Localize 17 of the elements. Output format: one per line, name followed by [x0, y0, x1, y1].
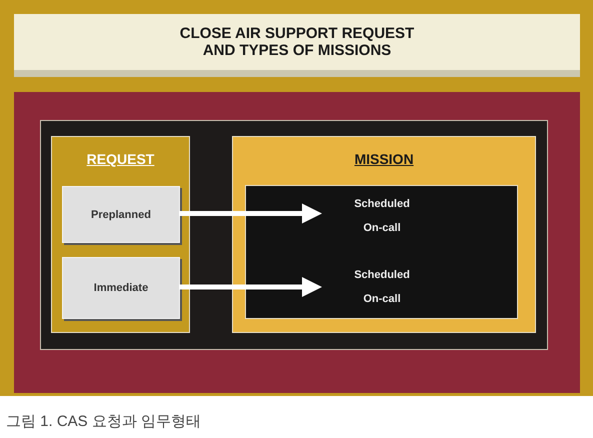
mission-type: On-call	[363, 292, 401, 307]
request-panel	[51, 136, 190, 333]
mission-type: On-call	[363, 221, 401, 236]
mission-panel	[232, 136, 536, 333]
arrow	[179, 277, 322, 297]
request-card	[62, 257, 180, 319]
request-card	[62, 186, 180, 243]
request-type: Immediate	[94, 282, 148, 294]
panel-heading: MISSION	[354, 151, 414, 167]
mission-list-box	[245, 185, 518, 319]
request-type: Preplanned	[91, 208, 151, 220]
title: CLOSE AIR SUPPORT REQUEST AND TYPES OF MISSIONS	[178, 25, 416, 59]
panel-heading: REQUEST	[86, 151, 154, 167]
caption: 그림 1. CAS 요청과 임무형태	[6, 412, 202, 431]
mission-type: Scheduled	[354, 197, 410, 212]
mission-type: Scheduled	[354, 268, 410, 283]
arrow	[179, 204, 322, 224]
